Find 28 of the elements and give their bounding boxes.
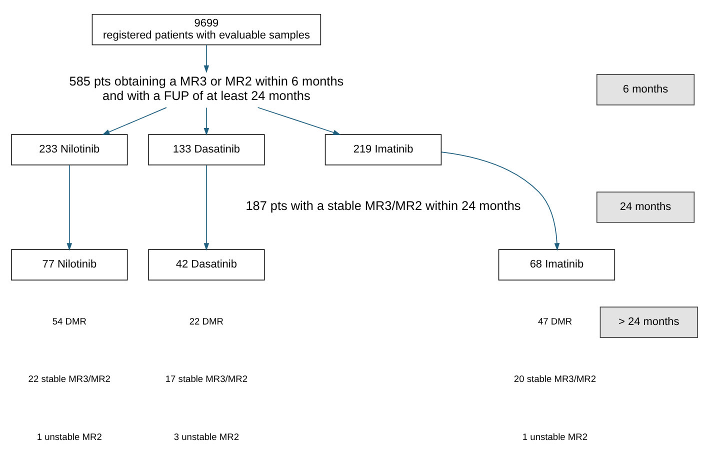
label: 22 stable MR3/MR2	[28, 374, 110, 384]
node-box: 219 Imatinib	[324, 134, 442, 165]
arrow	[204, 106, 210, 136]
node-box: 233 Nilotinib	[11, 134, 128, 165]
node-box: 68 Imatinib	[498, 248, 616, 280]
node-text: 585 pts obtaining a MR3 or MR2 within 6 months and with a FUP of at least 24 months	[69, 74, 344, 102]
label: 3 unstable MR2	[174, 431, 240, 442]
arrow	[441, 151, 560, 250]
node-box: 77 Nilotinib	[11, 248, 128, 280]
arrow	[66, 164, 72, 250]
label: 187 pts with a stable MR3/MR2 within 24 months	[246, 198, 521, 213]
node-box: 133 Dasatinib	[148, 134, 265, 165]
node-box: > 24 months	[600, 306, 698, 338]
label: 20 stable MR3/MR2	[514, 374, 596, 384]
node-box: 9699 registered patients with evaluable samples	[92, 13, 322, 45]
node-box: 42 Dasatinib	[148, 248, 265, 280]
label: 17 stable MR3/MR2	[165, 374, 248, 384]
node-box: 6 months	[596, 74, 695, 105]
node-box: 24 months	[596, 191, 695, 222]
arrow	[204, 164, 210, 250]
label: 1 unstable MR2	[36, 431, 102, 442]
label: 22 DMR	[189, 316, 224, 326]
label: 47 DMR	[538, 316, 572, 326]
arrow	[102, 106, 167, 134]
arrow	[204, 44, 210, 72]
arrow	[257, 106, 341, 134]
label: 54 DMR	[52, 316, 86, 326]
label: 1 unstable MR2	[522, 431, 588, 442]
